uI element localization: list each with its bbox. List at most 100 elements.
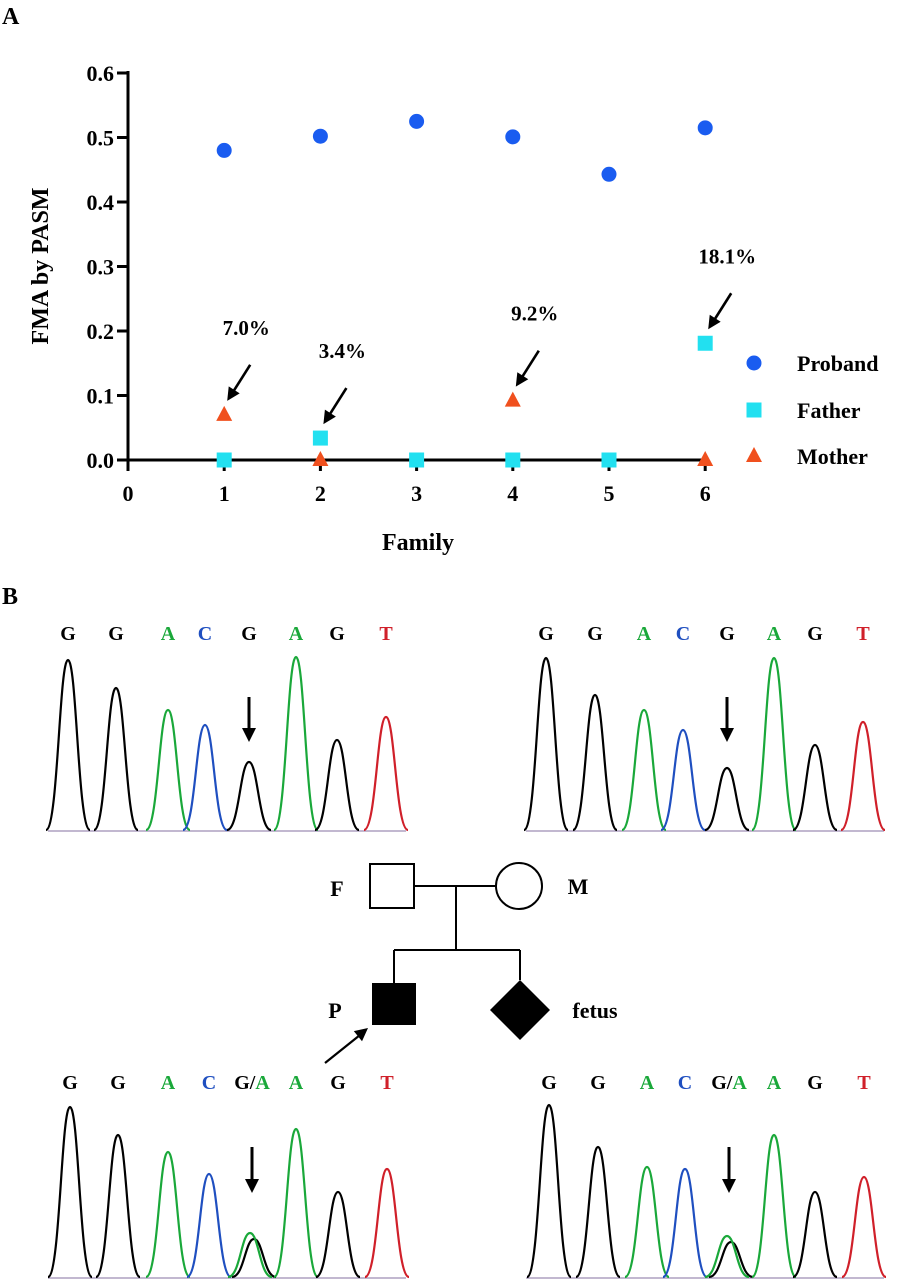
base-label: G <box>330 1072 346 1094</box>
base-label: T <box>380 1072 394 1094</box>
chromatogram-peak <box>792 743 838 832</box>
pedigree-proband-label: P <box>328 998 341 1023</box>
base-label: T <box>857 1072 871 1094</box>
base-label: A <box>637 623 652 645</box>
chromatogram-peak <box>92 686 140 832</box>
chromatogram-peak <box>750 1133 798 1279</box>
base-label: A <box>767 1072 782 1094</box>
annotation-arrow-shaft <box>230 364 252 396</box>
base-label: G <box>329 623 345 645</box>
annotation-arrow-head <box>708 314 721 330</box>
chromatogram-peak <box>315 1190 361 1279</box>
chromatogram-peak <box>571 693 619 832</box>
base-label: A <box>640 1072 655 1094</box>
chromatogram-peak <box>704 1234 750 1279</box>
chromatogram-peak <box>94 1133 142 1279</box>
base-label: G/A <box>234 1072 270 1094</box>
proband-point <box>312 128 328 144</box>
base-label: G <box>587 623 603 645</box>
base-label: G <box>110 1072 126 1094</box>
annotation-arrow-head <box>515 372 529 387</box>
chromatogram-peak <box>661 1167 709 1279</box>
base-label: T <box>379 623 393 645</box>
annotation-arrow-shaft <box>326 387 348 419</box>
panel-b-label: B <box>2 584 19 610</box>
chromatogram-peak <box>362 715 410 832</box>
proband-point <box>505 129 521 145</box>
base-label: C <box>678 1072 692 1094</box>
annotation-label: 3.4% <box>319 339 366 363</box>
father-point <box>312 430 328 446</box>
annotation-label: 9.2% <box>511 302 558 326</box>
pedigree-proband-square <box>372 983 416 1025</box>
chromatogram-peak <box>144 708 192 832</box>
chromatogram-peak <box>44 658 92 832</box>
father-point <box>505 452 521 468</box>
proband-point <box>409 113 425 129</box>
proband-arrow-shaft <box>324 1034 361 1064</box>
base-label: A <box>161 1072 176 1094</box>
base-label: G <box>807 1072 823 1094</box>
base-label: G/A <box>711 1072 747 1094</box>
chromatogram-peak <box>272 655 320 832</box>
proband-point <box>216 142 232 158</box>
chromatogram-peak <box>363 1167 411 1279</box>
chromatogram-peak <box>272 1127 320 1279</box>
x-tick-label: 5 <box>604 481 615 506</box>
chromatogram-peak <box>792 1190 838 1279</box>
panel-a-label: A <box>2 4 20 30</box>
chromatogram-peak <box>226 760 272 832</box>
father-point <box>601 452 617 468</box>
y-tick-label: 0.6 <box>87 61 115 86</box>
base-label: G <box>241 623 257 645</box>
variant-arrow-head <box>722 1179 736 1193</box>
chromatogram-peak <box>574 1145 622 1279</box>
legend-label-father: Father <box>797 398 861 423</box>
chromatogram-peak <box>182 723 228 832</box>
legend-marker-mother <box>746 447 762 462</box>
y-tick-label: 0.4 <box>87 190 115 215</box>
y-tick-label: 0.3 <box>87 255 115 280</box>
father-point <box>216 452 232 468</box>
x-axis-title: Family <box>382 530 454 556</box>
annotation-arrow-shaft <box>711 292 733 324</box>
base-label: G <box>538 623 554 645</box>
mother-point <box>312 451 329 466</box>
chromatogram-peak <box>522 656 570 832</box>
x-tick-label: 1 <box>219 481 230 506</box>
base-label: C <box>202 1072 216 1094</box>
chromatogram-peak <box>525 1103 573 1279</box>
base-label: G <box>60 623 76 645</box>
chromatogram-peak <box>144 1150 192 1279</box>
base-label: A <box>767 623 782 645</box>
annotation-label: 18.1% <box>698 244 756 268</box>
pedigree-fetus-label: fetus <box>572 998 618 1023</box>
annotation-arrow-head <box>227 386 240 401</box>
chromatogram-peak <box>46 1105 94 1279</box>
base-label: G <box>541 1072 557 1094</box>
y-tick-label: 0.1 <box>87 384 115 409</box>
base-label: G <box>62 1072 78 1094</box>
mother-point <box>504 391 521 407</box>
chromatogram-peak <box>227 1231 273 1279</box>
annotation-arrow-shaft <box>518 349 540 382</box>
y-axis-title: FMA by PASM <box>28 188 54 345</box>
base-label: G <box>719 623 735 645</box>
annotation-arrow-head <box>323 409 336 425</box>
base-label: C <box>198 623 212 645</box>
pedigree-mother-circle <box>495 862 543 910</box>
proband-point <box>601 166 617 182</box>
base-label: T <box>856 623 870 645</box>
legend-label-mother: Mother <box>797 444 868 469</box>
chromatogram-peak <box>186 1172 232 1279</box>
pedigree-mother-label: M <box>568 874 589 899</box>
chromatogram-peak <box>750 656 798 832</box>
x-tick-label: 0 <box>123 481 134 506</box>
pedigree-fetus-diamond <box>490 980 550 1040</box>
x-tick-label: 2 <box>315 481 326 506</box>
y-tick-label: 0.5 <box>87 126 115 151</box>
